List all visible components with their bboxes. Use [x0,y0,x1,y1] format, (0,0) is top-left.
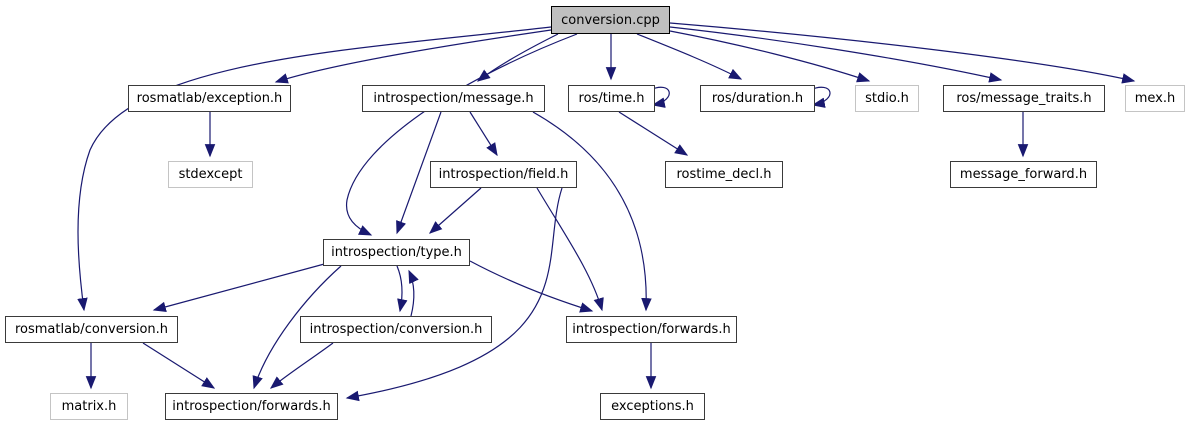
node-label: rosmatlab/exception.h [136,91,283,106]
node-message-forward[interactable]: message_forward.h [950,161,1097,188]
edge-conversion-cpp-to-stdio [669,30,871,83]
node-introspection-type[interactable]: introspection/type.h [323,239,470,266]
edge-conversion-cpp-to-ros-message-traits [669,26,1003,83]
edge-conversion-cpp-to-rosmatlab-conversion [77,26,552,312]
node-matrix: matrix.h [50,393,128,420]
node-label: stdio.h [865,91,909,106]
edge-introspection-conversion-to-introspection-type [408,269,419,317]
edge-conversion-cpp-to-mex [669,22,1136,84]
node-exceptions[interactable]: exceptions.h [600,393,705,420]
edge-introspection-message-to-introspection-forwards-a [532,111,652,312]
edge-conversion-cpp-to-introspection-type [345,33,578,236]
node-label: rosmatlab/conversion.h [14,322,169,337]
node-introspection-field[interactable]: introspection/field.h [430,161,577,188]
node-introspection-message[interactable]: introspection/message.h [362,85,545,112]
edge-introspection-type-to-introspection-forwards-a [469,260,594,313]
node-label: ros/time.h [578,91,645,106]
node-label: matrix.h [61,399,117,414]
node-introspection-forwards-a[interactable]: introspection/forwards.h [566,316,737,343]
node-rostime-decl[interactable]: rostime_decl.h [665,161,783,188]
edge-ros-time-to-rostime-decl [618,111,689,156]
edge-introspection-conversion-to-introspection-forwards-b [269,342,334,389]
node-rosmatlab-conversion[interactable]: rosmatlab/conversion.h [5,316,178,343]
node-ros-duration[interactable]: ros/duration.h [700,85,815,112]
node-rosmatlab-exception[interactable]: rosmatlab/exception.h [128,85,291,112]
node-label: introspection/forwards.h [572,322,731,337]
node-label: introspection/field.h [438,167,569,182]
node-introspection-conversion[interactable]: introspection/conversion.h [300,316,492,343]
node-label: conversion.cpp [561,12,660,28]
node-ros-message-traits[interactable]: ros/message_traits.h [943,85,1105,112]
node-mex: mex.h [1125,85,1185,112]
node-label: introspection/conversion.h [309,322,483,337]
edge-ros-duration-to-ros-duration [809,86,831,108]
edge-ros-time-to-ros-time [649,86,670,108]
edge-introspection-type-to-introspection-forwards-b [252,265,342,390]
node-stdexcept: stdexcept [168,161,253,188]
node-ros-time[interactable]: ros/time.h [568,85,655,112]
node-label: ros/message_traits.h [956,91,1092,106]
edge-conversion-cpp-to-ros-duration [636,33,743,80]
node-label: introspection/type.h [331,245,462,260]
node-introspection-forwards-b[interactable]: introspection/forwards.h [165,393,338,420]
edge-introspection-message-to-introspection-field [469,111,498,157]
edge-conversion-cpp-to-rosmatlab-exception [274,29,552,84]
node-label: exceptions.h [611,399,694,414]
node-label: stdexcept [178,167,243,182]
node-label: message_forward.h [959,167,1088,182]
edge-rosmatlab-conversion-to-introspection-forwards-b [142,342,216,389]
node-label: ros/duration.h [711,91,804,106]
node-stdio: stdio.h [855,85,919,112]
node-label: mex.h [1134,91,1176,106]
edge-introspection-field-to-introspection-forwards-a [536,187,604,312]
node-label: introspection/message.h [373,91,534,106]
node-conversion-cpp[interactable]: conversion.cpp [551,6,670,34]
edge-introspection-type-to-rosmatlab-conversion [152,262,329,312]
edge-introspection-field-to-introspection-forwards-b [345,187,563,402]
edge-introspection-message-to-introspection-type [396,111,442,235]
node-label: rostime_decl.h [676,167,772,182]
node-label: introspection/forwards.h [172,399,331,414]
edge-introspection-field-to-introspection-type [429,187,482,234]
edge-introspection-type-to-introspection-conversion [396,265,408,313]
edge-conversion-cpp-to-introspection-message [476,33,559,82]
